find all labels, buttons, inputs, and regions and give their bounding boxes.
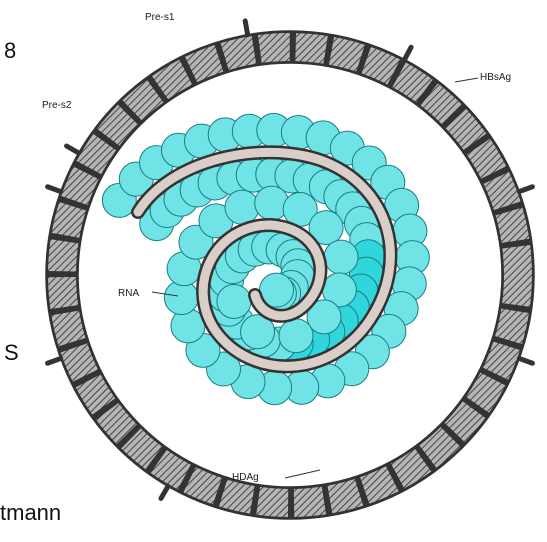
- spike: [519, 187, 532, 192]
- edge-text-top: 8: [4, 38, 16, 63]
- hdag-bead: [279, 319, 313, 353]
- spike: [405, 47, 412, 59]
- spike: [48, 358, 61, 363]
- label-pre-s1: Pre-s1: [145, 12, 175, 23]
- hdag-bead: [324, 240, 358, 274]
- spike: [67, 146, 79, 153]
- hdag-bead: [217, 284, 251, 318]
- spike: [161, 486, 168, 498]
- label-pre-s2: Pre-s2: [42, 100, 72, 111]
- edge-text-bottom: tmann: [0, 500, 61, 525]
- spike: [245, 21, 247, 35]
- spike: [48, 187, 61, 192]
- edge-text-mid: S: [4, 340, 19, 365]
- label-hbsag: HBsAg: [480, 72, 511, 83]
- label-rna: RNA: [118, 288, 139, 299]
- hdag-bead: [225, 190, 259, 224]
- label-hdag: HDAg: [232, 472, 259, 483]
- spike: [519, 358, 532, 363]
